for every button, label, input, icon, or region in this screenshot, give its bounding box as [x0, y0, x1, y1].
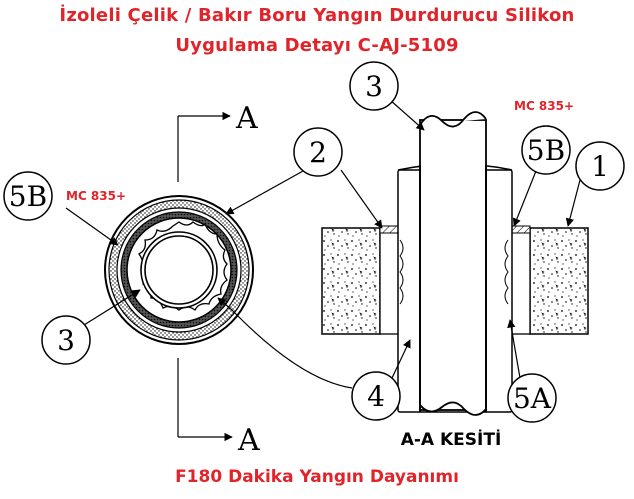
callout-5b-left-label: 5B [9, 180, 47, 213]
plan-view: 5B 3 MC 835+ A A [3, 101, 353, 458]
callout-2 [293, 127, 343, 177]
callout-5a-label: 5A [513, 382, 552, 415]
leader-5b-left [65, 207, 119, 246]
callout-5a [507, 373, 557, 423]
insulation-wave-right [504, 239, 509, 305]
leader-5b-right [512, 165, 539, 227]
leader-3-left [83, 289, 141, 326]
section-letter-bottom: A [237, 423, 260, 458]
callout-3-top-label: 3 [365, 70, 383, 103]
callout-5b-left [3, 171, 53, 221]
pipe-inner [144, 235, 214, 305]
section-view: 3 2 5B 1 4 5A MC 835+ A-A KESİTİ [293, 61, 625, 450]
leader-2 [225, 165, 313, 215]
leader-5a [507, 319, 521, 379]
callout-1-label: 1 [591, 150, 609, 183]
callout-5b-right-label: 5B [527, 134, 565, 167]
leader-2-section [340, 169, 383, 229]
callout-3-top [349, 61, 399, 111]
section-letter-top: A [235, 101, 258, 136]
leader-4-plan [231, 309, 353, 389]
title-line-2: Uygulama Detayı C-AJ-5109 [175, 35, 459, 56]
callout-3-left [41, 315, 91, 365]
insulation-wave-left [399, 239, 404, 305]
leader-1 [565, 179, 581, 227]
callout-1 [575, 141, 625, 191]
callout-3-left-label: 3 [57, 324, 75, 357]
pipe-break-top [419, 111, 487, 128]
sleeve-left [379, 227, 401, 335]
wall-right [529, 227, 589, 335]
sealant-label-right: MC 835+ [514, 99, 574, 113]
leader-3-top [389, 99, 425, 131]
insulation-wave [138, 221, 228, 311]
pipe-break-bottom [419, 401, 487, 416]
title-line-1: İzoleli Çelik / Bakır Boru Yangın Durdur… [59, 5, 575, 26]
wall-left [321, 227, 381, 335]
callout-4 [351, 371, 401, 421]
footer-rating: F180 Dakika Yangın Dayanımı [175, 467, 459, 487]
sealant-label-left: MC 835+ [66, 189, 126, 203]
callout-2-label: 2 [309, 136, 327, 169]
sleeve-right [509, 227, 531, 335]
section-title: A-A KESİTİ [401, 428, 502, 450]
pipe [419, 119, 487, 411]
leader-4-section [391, 339, 411, 379]
callout-5b-right [521, 125, 571, 175]
leader-4-plan-tip [217, 297, 233, 311]
callout-4-label: 4 [367, 380, 385, 413]
